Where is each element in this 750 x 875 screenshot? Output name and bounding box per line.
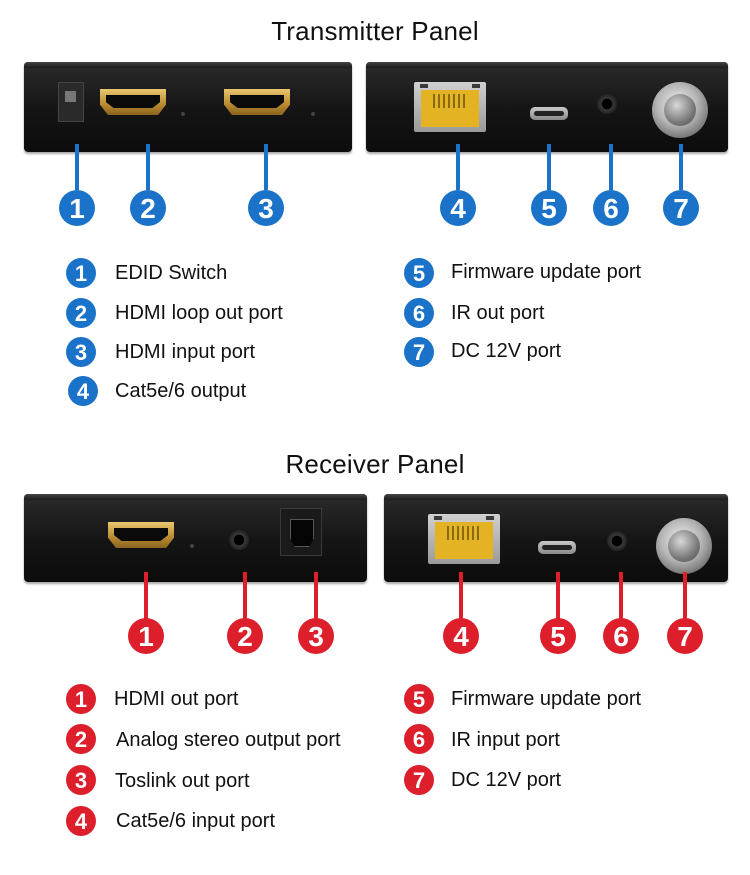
legend-badge: 2	[66, 724, 96, 754]
callout-badge-6: 6	[593, 190, 629, 226]
legend-badge: 6	[404, 724, 434, 754]
callout-line	[243, 572, 247, 620]
legend-badge: 3	[66, 337, 96, 367]
legend-label: EDID Switch	[115, 262, 228, 284]
callout-line	[314, 572, 318, 620]
legend-label: IR out port	[451, 302, 545, 324]
legend-badge: 4	[68, 376, 98, 406]
legend-label: Firmware update port	[451, 261, 642, 283]
toslink-port-icon	[280, 508, 322, 556]
callout-badge-1: 1	[128, 618, 164, 654]
indicator-led-icon	[190, 544, 194, 548]
callout-badge-2: 2	[227, 618, 263, 654]
legend-label: Cat5e/6 output	[115, 380, 247, 402]
transmitter-panel-title: Transmitter Panel	[271, 16, 479, 46]
legend-label: HDMI input port	[115, 341, 256, 363]
legend-badge: 1	[66, 258, 96, 288]
legend-badge: 3	[66, 765, 96, 795]
callout-line	[459, 572, 463, 620]
callout-line	[609, 144, 613, 190]
callout-line	[144, 572, 148, 620]
callout-badge-3: 3	[298, 618, 334, 654]
audio-jack-icon	[597, 94, 617, 114]
legend-label: Toslink out port	[115, 770, 250, 792]
audio-jack-icon	[607, 531, 627, 551]
hdmi-port-icon	[100, 89, 166, 115]
callout-line	[683, 572, 687, 620]
dip-switch-icon	[58, 82, 84, 122]
micro-usb-port-icon	[538, 541, 576, 554]
receiver-rear-panel	[384, 494, 728, 582]
legend-badge: 6	[404, 298, 434, 328]
legend-label: IR input port	[451, 729, 560, 751]
callout-badge-1: 1	[59, 190, 95, 226]
callout-badge-2: 2	[130, 190, 166, 226]
legend-badge: 4	[66, 806, 96, 836]
rj45-port-icon	[414, 82, 486, 132]
legend-label: HDMI out port	[114, 688, 239, 710]
callout-badge-7: 7	[667, 618, 703, 654]
transmitter-rear-panel	[366, 62, 728, 152]
legend-badge: 7	[404, 337, 434, 367]
callout-line	[556, 572, 560, 620]
receiver-front-panel	[24, 494, 367, 582]
legend-label: Firmware update port	[451, 688, 642, 710]
legend-badge: 5	[404, 258, 434, 288]
legend-label: DC 12V port	[451, 769, 562, 791]
dc-power-connector-icon	[652, 82, 708, 138]
callout-line	[456, 144, 460, 190]
callout-badge-4: 4	[440, 190, 476, 226]
callout-badge-5: 5	[531, 190, 567, 226]
callout-line	[264, 144, 268, 190]
legend-label: DC 12V port	[451, 340, 562, 362]
legend-badge: 5	[404, 684, 434, 714]
micro-usb-port-icon	[530, 107, 568, 120]
callout-line	[679, 144, 683, 190]
legend-badge: 1	[66, 684, 96, 714]
legend-label: HDMI loop out port	[115, 302, 283, 324]
callout-badge-4: 4	[443, 618, 479, 654]
indicator-led-icon	[181, 112, 185, 116]
callout-line	[146, 144, 150, 190]
receiver-panel-title: Receiver Panel	[285, 449, 465, 479]
legend-label: Analog stereo output port	[116, 729, 341, 751]
callout-badge-3: 3	[248, 190, 284, 226]
rj45-port-icon	[428, 514, 500, 564]
callout-line	[547, 144, 551, 190]
audio-jack-icon	[229, 530, 249, 550]
dc-power-connector-icon	[656, 518, 712, 574]
legend-label: Cat5e/6 input port	[116, 810, 275, 832]
callout-line	[75, 144, 79, 190]
legend-badge: 7	[404, 765, 434, 795]
legend-badge: 2	[66, 298, 96, 328]
callout-badge-5: 5	[540, 618, 576, 654]
transmitter-front-panel	[24, 62, 352, 152]
callout-line	[619, 572, 623, 620]
callout-badge-6: 6	[603, 618, 639, 654]
hdmi-port-icon	[108, 522, 174, 548]
indicator-led-icon	[311, 112, 315, 116]
callout-badge-7: 7	[663, 190, 699, 226]
hdmi-port-icon	[224, 89, 290, 115]
